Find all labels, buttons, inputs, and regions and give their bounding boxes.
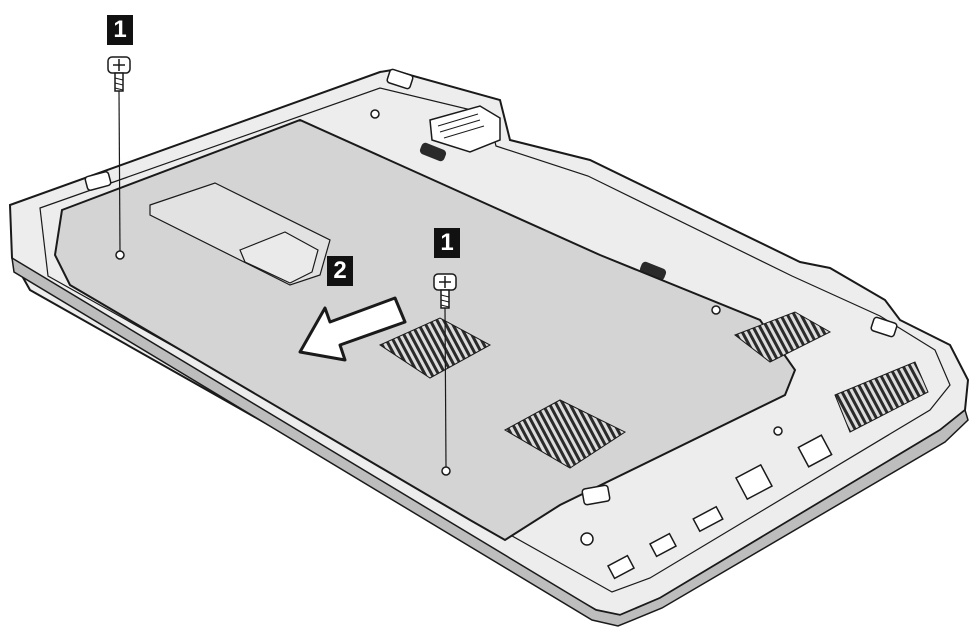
vent-grille-right [733,311,832,363]
step-2-label: 2 [327,256,353,286]
screw-icon-left [107,56,131,252]
screw-holes [115,109,783,546]
vent-grille-left [378,317,492,379]
vent-grille-center [503,399,627,469]
step-1-label: 1 [434,228,460,258]
slide-direction-arrow [298,296,407,362]
side-ports [606,434,833,580]
battery-latch-area [419,105,667,281]
step-1-label: 1 [107,15,133,45]
rubber-feet [84,68,898,506]
vent-grille-side [834,361,929,433]
screw-icon-center [433,273,457,468]
